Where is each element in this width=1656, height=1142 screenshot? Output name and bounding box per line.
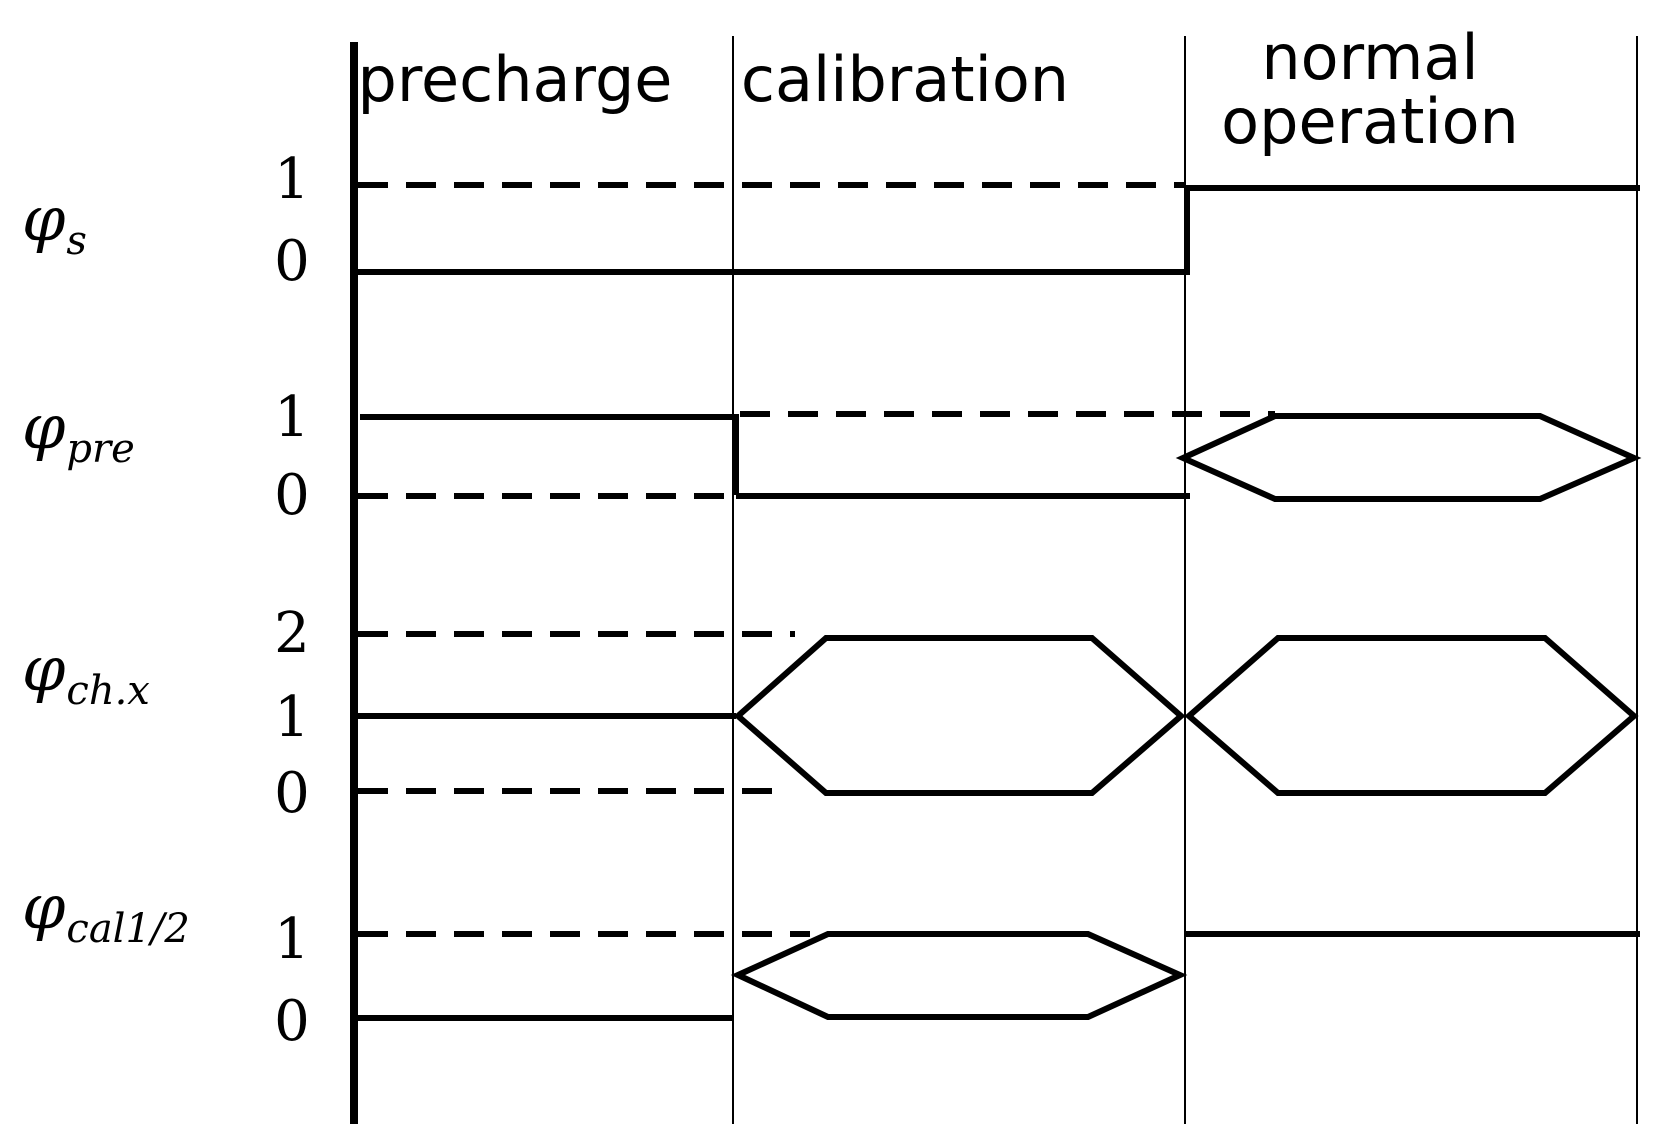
phase-label-calibration: calibration	[740, 43, 1070, 116]
signal-symbol: φ	[22, 870, 66, 943]
bus-hexagon-ch-calibration	[733, 635, 1186, 796]
level-label-ch-2: 2	[274, 601, 310, 666]
level-label-pre-1: 1	[274, 385, 310, 450]
signal-trace-pre-high	[360, 414, 739, 495]
waveform-phi-pre	[358, 411, 1642, 502]
level-label-cal-1: 1	[274, 907, 310, 972]
level-label-ch-0: 0	[274, 761, 310, 826]
level-label-s-1: 1	[274, 147, 310, 212]
signal-subscript: pre	[66, 426, 135, 472]
signal-name-phi-pre: φpre	[22, 390, 135, 473]
signal-subscript: ch.x	[66, 668, 150, 714]
waveform-phi-ch-x	[358, 631, 1639, 796]
signal-symbol: φ	[22, 182, 66, 255]
signal-subscript: s	[66, 218, 87, 264]
level-label-cal-0: 0	[274, 989, 310, 1054]
bus-hexagon-ch-normal	[1184, 635, 1639, 796]
phase-label-normal-operation: normal operation	[1221, 21, 1519, 158]
bus-hexagon-cal-calibration	[730, 931, 1188, 1020]
signal-name-phi-ch-x: φch.x	[22, 632, 150, 715]
level-label-s-0: 0	[274, 229, 310, 294]
waveform-phi-s	[358, 182, 1640, 275]
level-label-ch-1: 1	[274, 685, 310, 750]
phase-label-precharge: precharge	[357, 43, 673, 116]
signal-symbol: φ	[22, 632, 66, 705]
signal-trace-s	[358, 185, 1640, 275]
bus-hexagon-pre-normal	[1175, 413, 1642, 502]
signal-symbol: φ	[22, 390, 66, 463]
level-label-pre-0: 0	[274, 463, 310, 528]
signal-name-phi-cal12: φcal1/2	[22, 870, 190, 953]
signal-subscript: cal1/2	[66, 906, 190, 952]
waveform-phi-cal12	[358, 931, 1640, 1021]
signal-name-phi-s: φs	[22, 182, 87, 265]
